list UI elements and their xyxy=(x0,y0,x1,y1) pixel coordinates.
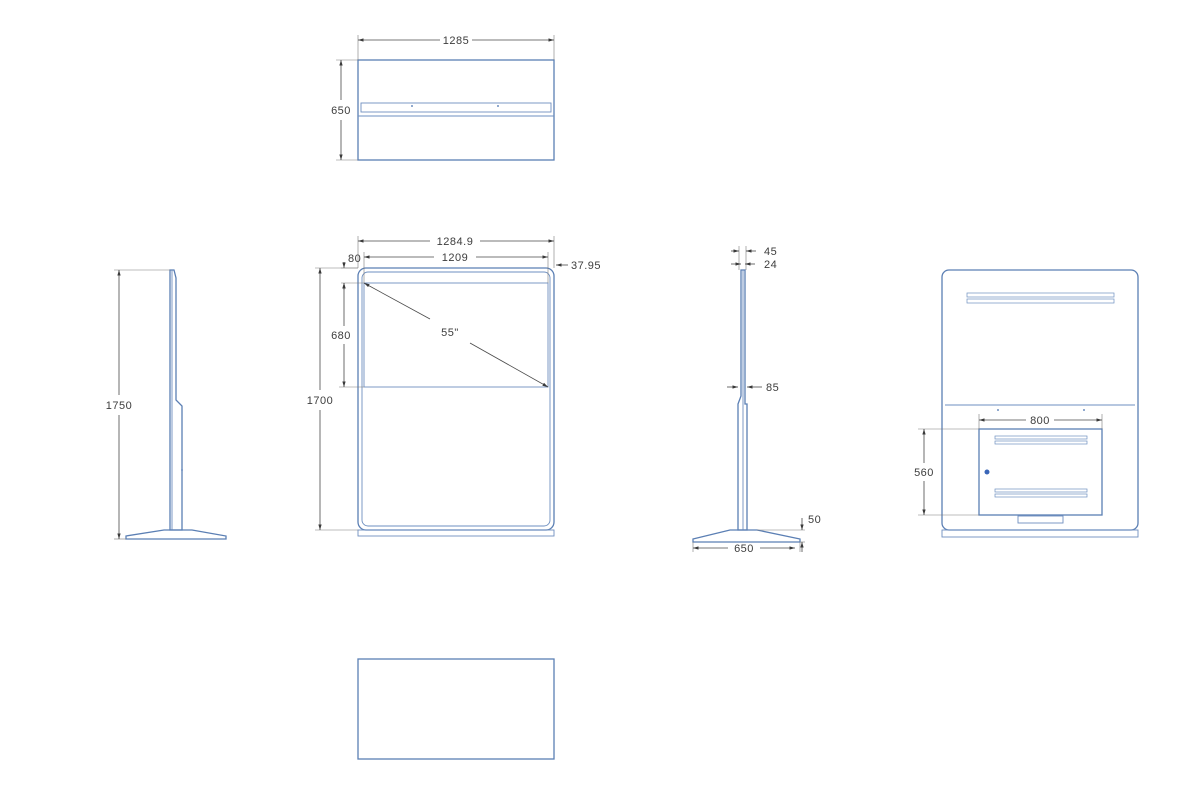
front-overall-width-label: 1284.9 xyxy=(437,236,474,248)
back-panel-knob xyxy=(984,469,990,475)
back-panel-height-label: 560 xyxy=(914,467,934,479)
top-view: 1285 650 xyxy=(331,35,555,161)
panel-vent-grid xyxy=(994,435,1088,498)
back-view: 800 560 xyxy=(914,269,1139,538)
back-panel-width-label: 800 xyxy=(1030,415,1050,427)
front-inner-width-label: 1209 xyxy=(442,252,468,264)
front-body-height-label: 1700 xyxy=(307,395,333,407)
front-screen-height-label: 680 xyxy=(331,330,351,342)
front-edge-label: 37.95 xyxy=(571,260,601,272)
top-width-label: 1285 xyxy=(443,35,469,47)
front-diagonal-label: 55" xyxy=(441,327,459,339)
side-thickness-top-label: 45 xyxy=(764,246,777,258)
side-base-depth-label: 650 xyxy=(734,543,754,555)
right-side-view: 45 24 85 50 650 xyxy=(692,246,821,555)
front-view: 55" 1284.9 1209 37.95 80 680 1700 xyxy=(307,236,601,537)
front-bezel-label: 80 xyxy=(348,253,361,265)
top-vent-grid xyxy=(966,292,1115,304)
top-depth-label: 650 xyxy=(331,105,351,117)
side-height-label: 1750 xyxy=(106,400,132,412)
side-mid-thickness-label: 85 xyxy=(766,382,779,394)
side-thickness-inner-label: 24 xyxy=(764,259,777,271)
side-base-height-label: 50 xyxy=(808,514,821,526)
left-side-view: 1750 xyxy=(106,269,227,540)
bottom-view xyxy=(357,658,555,760)
